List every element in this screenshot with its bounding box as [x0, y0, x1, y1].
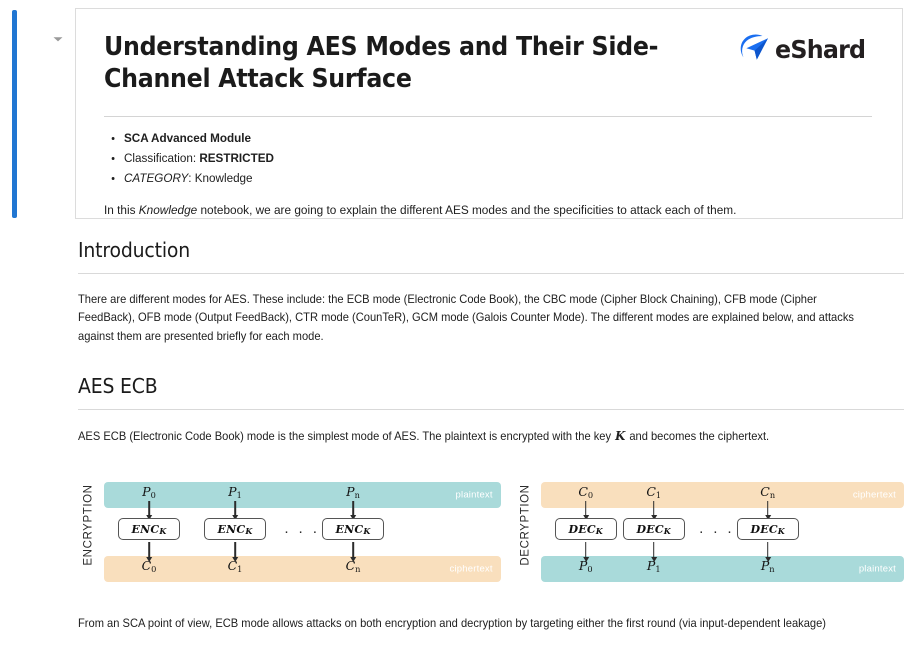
intro-sentence: In this Knowledge notebook, we are going…	[104, 201, 841, 219]
intro-italic: Knowledge	[138, 203, 198, 218]
ecb-text-before-key: AES ECB (Electronic Code Book) mode is t…	[78, 429, 615, 443]
band-caption-ciphertext: ciphertext	[852, 489, 896, 501]
band-caption-plaintext: plaintext	[455, 489, 493, 501]
arrow-down-icon	[148, 501, 150, 515]
symbol-bottom: C1	[227, 558, 243, 574]
symbol-top: C1	[646, 484, 662, 500]
ecb-text-after-key: and becomes the ciphertext.	[626, 429, 770, 443]
arrow-down-icon	[766, 542, 769, 557]
band-plaintext-bottom: plaintext	[540, 556, 904, 582]
symbol-bottom: P0	[578, 558, 593, 574]
eshard-arrow-icon	[737, 33, 773, 65]
arrow-down-icon	[352, 501, 354, 515]
diagram-vertical-label-decryption: DECRYPTION	[519, 484, 532, 566]
title-row: Understanding AES Modes and Their Side-C…	[104, 31, 872, 95]
diagram-ellipsis: · · ·	[284, 523, 320, 540]
classification-value: RESTRICTED	[199, 150, 274, 165]
list-item-category: CATEGORY: Knowledge	[124, 169, 835, 188]
arrow-down-icon	[234, 542, 236, 557]
classification-label: Classification:	[124, 150, 200, 165]
arrow-down-icon	[652, 501, 655, 515]
symbol-top: P1	[228, 484, 242, 500]
symbol-top: P0	[142, 484, 156, 500]
symbol-bottom: C0	[141, 558, 157, 574]
band-plaintext-top: plaintext	[104, 482, 501, 508]
arrow-down-icon	[584, 501, 587, 515]
band-caption-plaintext: plaintext	[858, 563, 896, 575]
symbol-top: C0	[578, 484, 594, 500]
brand-logo: eShard	[737, 33, 870, 65]
section-heading-introduction: Introduction	[78, 238, 191, 262]
symbol-bottom: Pn	[760, 558, 775, 574]
list-item-classification: Classification: RESTRICTED	[124, 149, 835, 168]
band-ciphertext-top: ciphertext	[540, 482, 904, 508]
arrow-down-icon	[234, 501, 236, 515]
section-paragraph-aes-ecb: AES ECB (Electronic Code Book) mode is t…	[78, 427, 871, 447]
diagram-vertical-label-encryption: ENCRYPTION	[83, 484, 96, 566]
section-footer: From an SCA point of view, ECB mode allo…	[78, 615, 904, 634]
band-ciphertext-bottom: ciphertext	[104, 556, 501, 582]
brand-wordmark: eShard	[774, 34, 866, 64]
arrow-down-icon	[766, 501, 769, 515]
key-symbol: K	[615, 428, 626, 443]
intro-suffix: notebook, we are going to explain the di…	[197, 203, 737, 218]
category-value: : Knowledge	[188, 170, 253, 185]
markdown-header-cell[interactable]: Understanding AES Modes and Their Side-C…	[75, 8, 903, 219]
band-caption-ciphertext: ciphertext	[449, 563, 493, 575]
arrow-down-icon	[148, 542, 150, 557]
list-item-module: SCA Advanced Module	[124, 129, 835, 148]
category-label: CATEGORY	[124, 170, 189, 185]
header-divider	[104, 116, 872, 118]
diagram-ellipsis: · · ·	[698, 523, 735, 540]
arrow-down-icon	[352, 542, 354, 557]
section-paragraph-introduction: There are different modes for AES. These…	[78, 292, 854, 344]
symbol-bottom: Cn	[345, 558, 361, 574]
section-divider-aes-ecb	[78, 408, 904, 410]
symbol-top: Cn	[760, 484, 776, 500]
symbol-bottom: P1	[646, 558, 661, 574]
module-label: SCA Advanced Module	[124, 131, 252, 146]
section-heading-aes-ecb: AES ECB	[78, 374, 158, 398]
metadata-list: SCA Advanced Module Classification: REST…	[104, 129, 872, 187]
footer-paragraph: From an SCA point of view, ECB mode allo…	[78, 617, 826, 630]
selected-cell-indicator	[12, 10, 17, 218]
section-introduction: Introduction There are different modes f…	[78, 238, 904, 347]
section-aes-ecb: AES ECB AES ECB (Electronic Code Book) m…	[78, 374, 904, 446]
arrow-down-icon	[652, 542, 655, 557]
section-divider-introduction	[78, 272, 904, 274]
arrow-down-icon	[584, 542, 587, 557]
page-title: Understanding AES Modes and Their Side-C…	[104, 32, 659, 95]
intro-prefix: In this	[104, 203, 139, 218]
chevron-down-icon[interactable]	[51, 32, 65, 46]
symbol-top: Pn	[346, 484, 360, 500]
